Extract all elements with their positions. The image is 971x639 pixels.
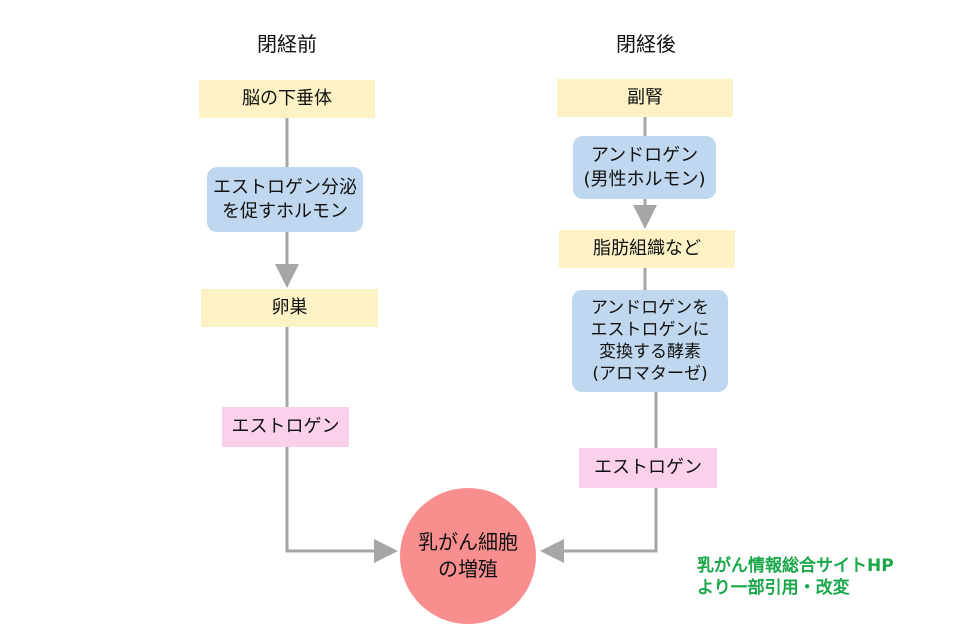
arrow-right-estrogen-to-cell xyxy=(540,487,658,563)
heading-postmenopause: 閉経後 xyxy=(616,32,676,56)
node-estrogen-right: エストロゲン xyxy=(579,448,717,488)
node-adrenal: 副腎 xyxy=(557,79,733,117)
node-androgen: アンドロゲン (男性ホルモン) xyxy=(573,136,716,199)
heading-premenopause: 閉経前 xyxy=(257,32,317,56)
node-estrogen-releasing-hormone: エストロゲン分泌 を促すホルモン xyxy=(207,167,363,232)
node-estrogen-left: エストロゲン xyxy=(222,407,349,447)
node-aromatase: アンドロゲンを エストロゲンに 変換する酵素 (アロマターゼ) xyxy=(572,290,728,392)
node-breast-cancer-growth: 乳がん細胞 の増殖 xyxy=(400,488,536,624)
node-fat-tissue: 脂肪組織など xyxy=(559,230,735,268)
node-ovary: 卵巣 xyxy=(201,289,378,327)
node-pituitary: 脳の下垂体 xyxy=(199,80,375,118)
source-note: 乳がん情報総合サイトHP より一部引用・改変 xyxy=(697,556,894,599)
arrow-left-estrogen-to-cell xyxy=(285,446,398,563)
